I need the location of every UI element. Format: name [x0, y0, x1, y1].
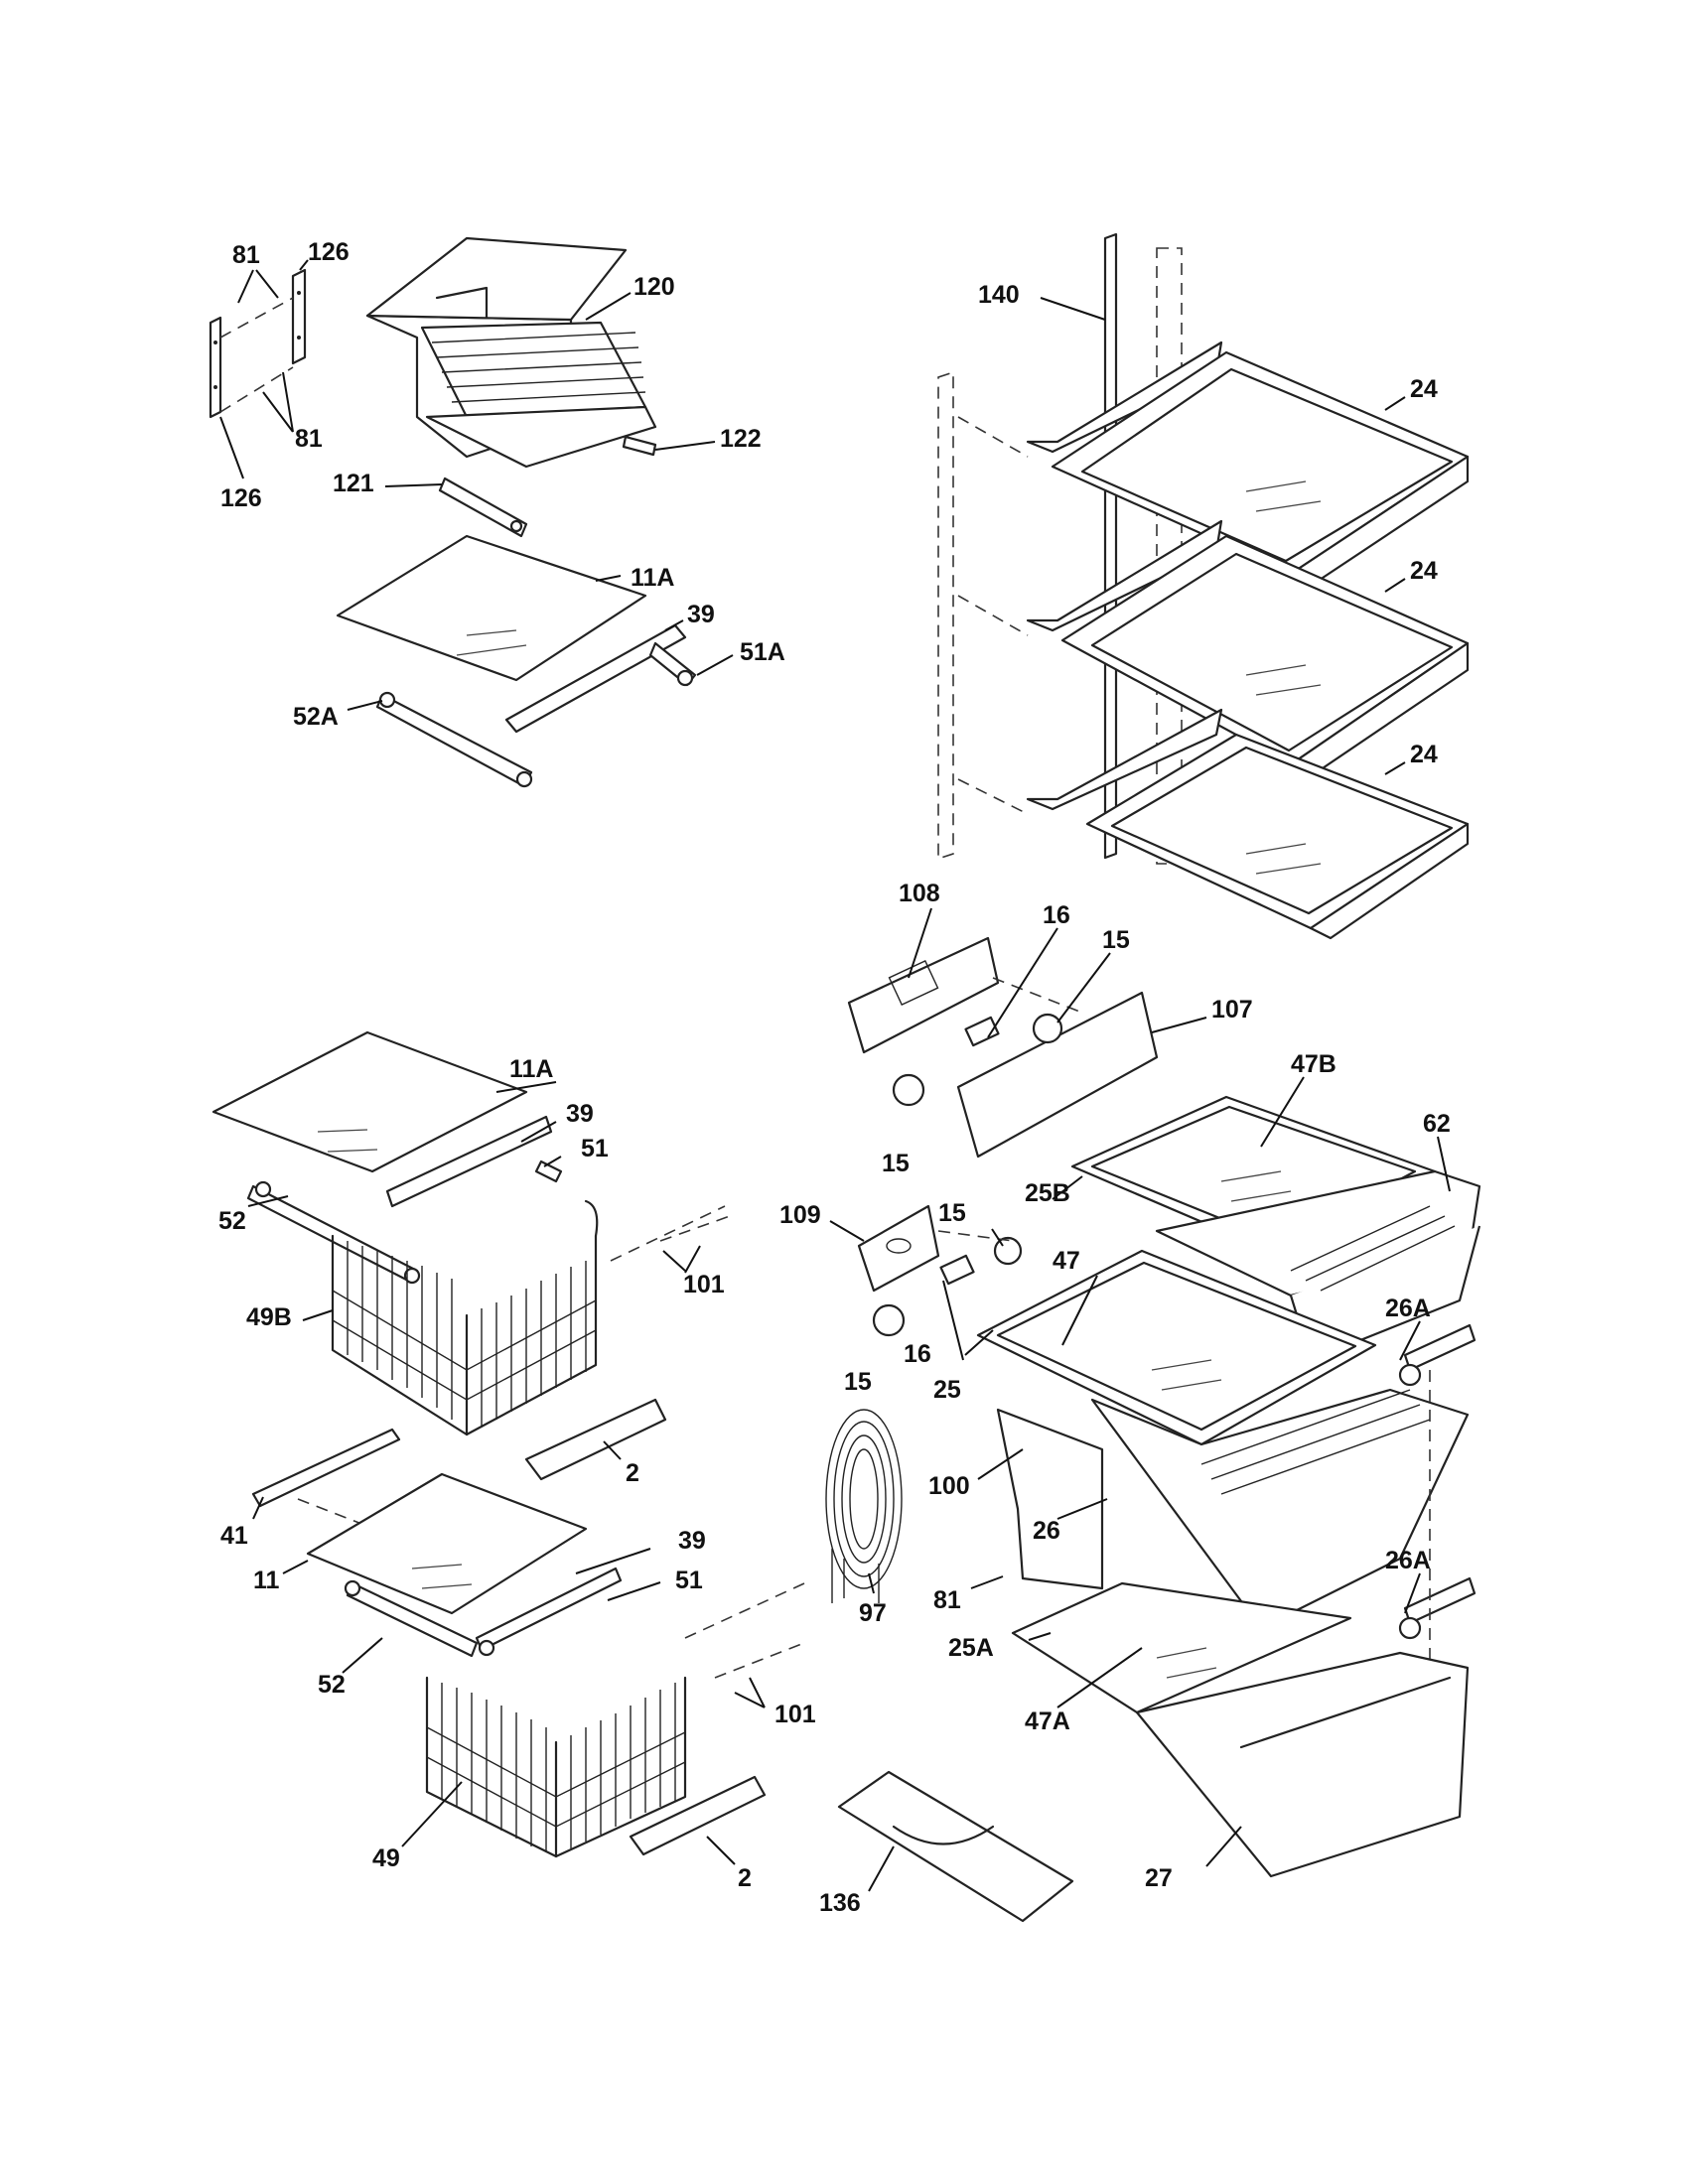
label-26: 26 — [1033, 1517, 1060, 1545]
bottle-cradle-136 — [837, 1770, 1074, 1923]
fresh-food-shelves — [937, 232, 1470, 940]
label-49B: 49B — [246, 1303, 292, 1331]
label-47: 47 — [1053, 1247, 1080, 1275]
label-122: 122 — [720, 425, 762, 453]
label-11A-top: 11A — [631, 564, 674, 592]
label-25A: 25A — [948, 1634, 994, 1662]
label-25B: 25B — [1025, 1179, 1070, 1207]
label-39-top: 39 — [687, 601, 715, 628]
shelf-24-middle — [957, 519, 1470, 778]
label-47B: 47B — [1291, 1050, 1336, 1078]
leader-lines — [219, 259, 1451, 1892]
label-120: 120 — [633, 273, 675, 301]
label-39-lower: 39 — [678, 1527, 706, 1555]
label-52A: 52A — [293, 703, 339, 731]
label-41: 41 — [220, 1522, 248, 1550]
shelf-24-bottom — [957, 708, 1470, 940]
drain-coil-97 — [825, 1409, 903, 1603]
label-101-lower: 101 — [774, 1701, 816, 1728]
label-11: 11 — [253, 1567, 280, 1594]
label-52-middle: 52 — [218, 1207, 246, 1235]
crisper-drawers — [825, 1095, 1481, 1923]
light-shield-107 — [956, 991, 1159, 1159]
label-101-upper: 101 — [683, 1271, 725, 1298]
label-49: 49 — [372, 1844, 400, 1872]
label-2-lower: 2 — [738, 1864, 752, 1892]
trim-2-upper — [524, 1398, 667, 1481]
label-121: 121 — [333, 470, 374, 497]
bracket-126-right — [291, 268, 307, 365]
light-assembly — [847, 936, 1159, 1337]
part-number-labels: 81 126 120 81 126 122 121 11A 39 51A 52A… — [218, 238, 1451, 1917]
label-100: 100 — [928, 1472, 970, 1500]
trim-2-lower — [629, 1775, 767, 1856]
label-26A-bottom: 26A — [1385, 1547, 1431, 1574]
trim-41 — [251, 1428, 401, 1508]
label-81-low: 81 — [933, 1586, 961, 1614]
label-51A: 51A — [740, 638, 785, 666]
label-81-top: 81 — [232, 241, 260, 269]
label-27: 27 — [1145, 1864, 1173, 1892]
label-15-shield: 15 — [882, 1150, 910, 1177]
label-15-top: 15 — [1102, 926, 1130, 954]
crisper-cover-47 — [976, 1249, 1377, 1446]
label-16-bottom: 16 — [904, 1340, 931, 1368]
basket-49-assembly — [251, 1428, 805, 1858]
label-26A-top: 26A — [1385, 1295, 1431, 1322]
bracket-126-left — [209, 316, 222, 419]
label-136: 136 — [819, 1889, 861, 1917]
label-140: 140 — [978, 281, 1020, 309]
label-24-bottom: 24 — [1410, 741, 1438, 768]
ice-bin-assembly — [209, 236, 697, 788]
label-24-top: 24 — [1410, 375, 1438, 403]
label-11A-middle: 11A — [509, 1055, 553, 1083]
label-25: 25 — [933, 1376, 961, 1404]
label-109: 109 — [779, 1201, 821, 1229]
label-15-socket: 15 — [938, 1199, 966, 1227]
label-39-middle: 39 — [566, 1100, 594, 1128]
glass-shelf-11A-middle — [211, 1030, 528, 1173]
glass-shelf-11A-top — [336, 534, 647, 682]
label-81-middle: 81 — [295, 425, 323, 453]
basket-49B-assembly — [211, 1030, 731, 1481]
label-47A: 47A — [1025, 1707, 1070, 1735]
label-126-bottom: 126 — [220, 484, 262, 512]
label-51-lower: 51 — [675, 1567, 703, 1594]
label-52-lower: 52 — [318, 1671, 346, 1699]
label-2-upper: 2 — [626, 1459, 639, 1487]
shelf-ladder-140 — [1103, 232, 1118, 860]
label-16-top: 16 — [1043, 901, 1070, 929]
label-97: 97 — [859, 1599, 887, 1627]
label-108: 108 — [899, 880, 940, 907]
label-62: 62 — [1423, 1110, 1451, 1138]
label-51-middle: 51 — [581, 1135, 609, 1162]
label-107: 107 — [1211, 996, 1253, 1024]
label-15-bottom: 15 — [844, 1368, 872, 1396]
label-126-top: 126 — [308, 238, 350, 266]
glass-shelf-11 — [306, 1472, 588, 1615]
light-socket-109 — [857, 1204, 940, 1293]
label-24-middle: 24 — [1410, 557, 1438, 585]
